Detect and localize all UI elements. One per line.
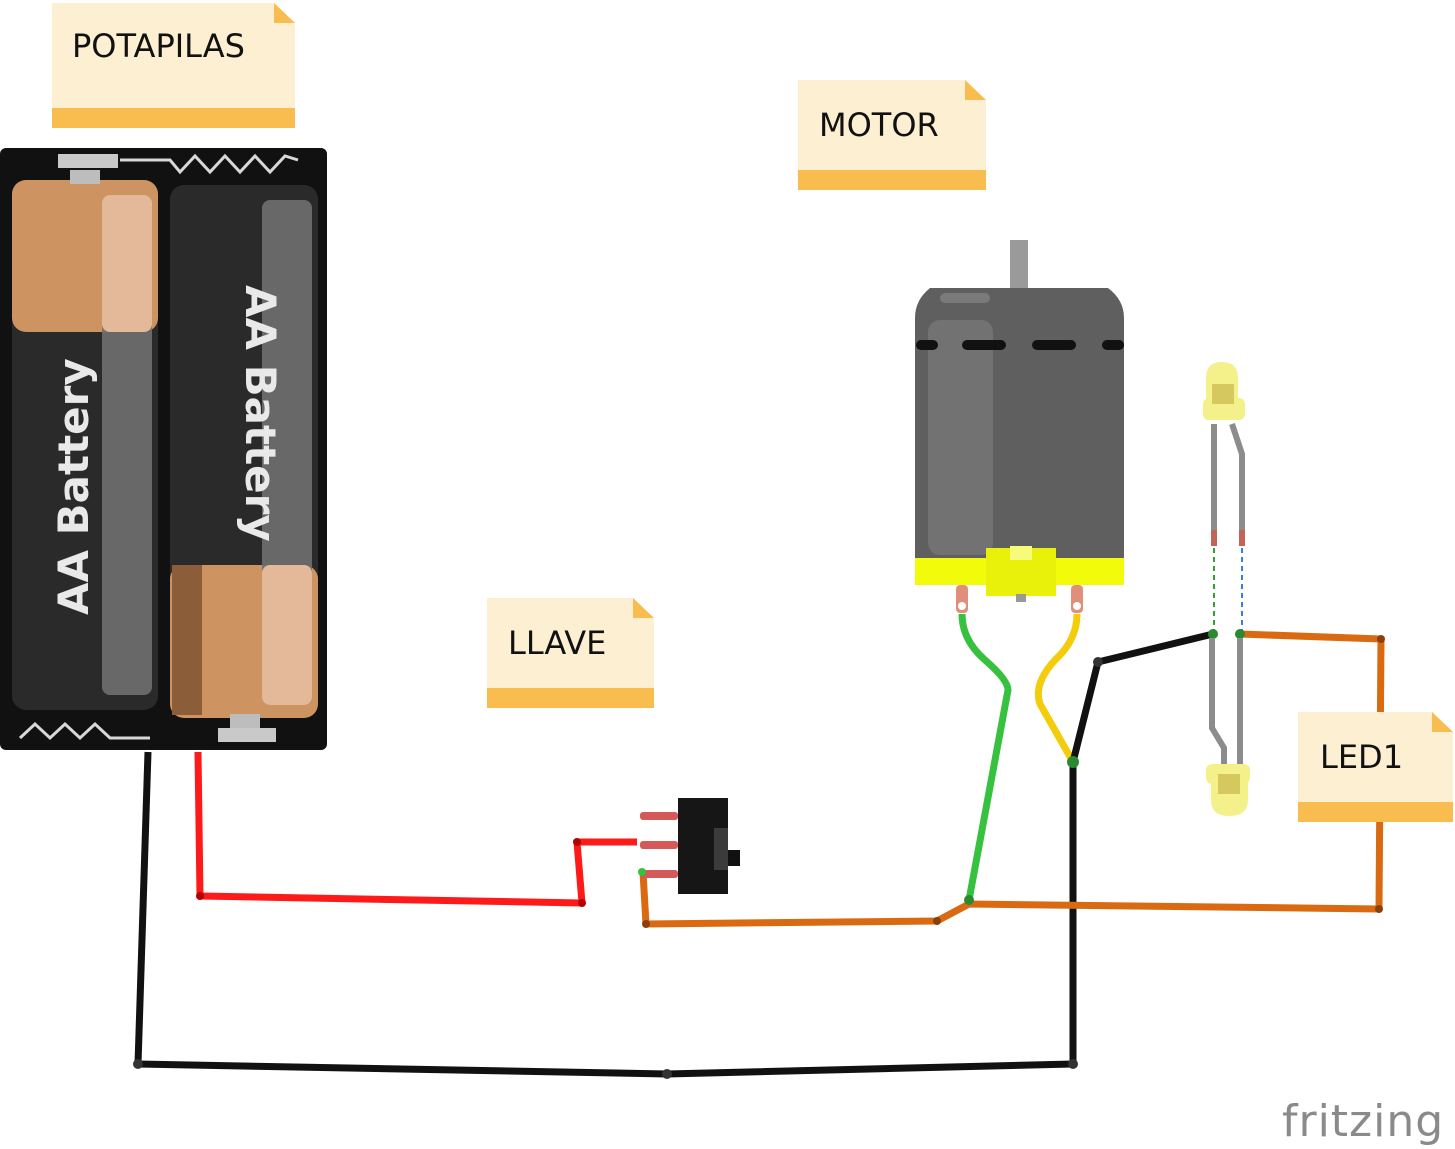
note-motor-label: MOTOR <box>819 106 939 144</box>
dc-motor-icon[interactable] <box>915 240 1124 613</box>
wire-green[interactable] <box>958 613 1012 901</box>
slide-switch-icon[interactable] <box>638 798 740 894</box>
wire-red[interactable] <box>194 751 637 907</box>
note-llave-label: LLAVE <box>508 624 606 662</box>
fritzing-logo: fritzing <box>1282 1096 1444 1147</box>
note-led1-label: LED1 <box>1320 738 1403 776</box>
battery-holder-icon[interactable]: AA Battery AA Battery <box>0 148 327 750</box>
note-llave[interactable]: LLAVE <box>487 598 654 708</box>
wire-yellow[interactable] <box>1034 613 1081 764</box>
battery-cell-2-label: AA Battery <box>236 285 285 542</box>
wire-black-ground[interactable] <box>134 751 1077 1078</box>
note-potapilas[interactable]: POTAPILAS <box>52 3 295 128</box>
wire-orange[interactable] <box>639 630 1385 928</box>
note-led1[interactable]: LED1 <box>1298 712 1453 822</box>
note-motor[interactable]: MOTOR <box>798 80 986 190</box>
battery-cell-1-label: AA Battery <box>49 358 98 615</box>
wire-black-led[interactable] <box>1069 630 1214 763</box>
note-potapilas-label: POTAPILAS <box>72 27 245 65</box>
led-icon[interactable] <box>1203 362 1250 816</box>
